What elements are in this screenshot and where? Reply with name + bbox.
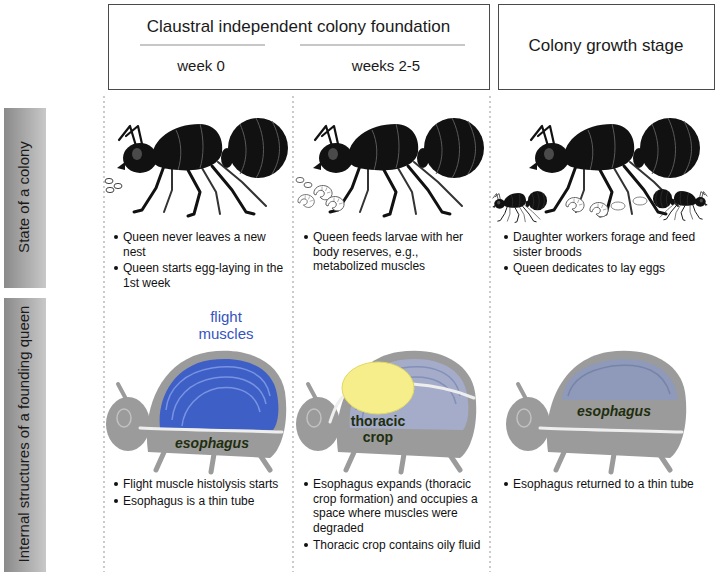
bullet-item: Queen dedicates to lay eggs: [502, 261, 712, 276]
bullet-item: Thoracic crop contains oily fluid: [302, 538, 486, 553]
thorax-growth: [540, 428, 682, 432]
thorax-growth: [506, 351, 686, 472]
bullet-dot: [504, 266, 508, 270]
bullet-dot: [504, 235, 508, 239]
bullet-dot: [114, 266, 118, 270]
bullet-text: Queen never leaves a new nest: [123, 230, 266, 259]
bullet-dot: [304, 235, 308, 239]
queen-weeks2-5: [298, 195, 314, 208]
queen-weeks2-5: [296, 177, 304, 182]
stage-header-box: Colony growth stage: [498, 4, 715, 90]
thorax-growth: [562, 359, 678, 400]
bullet-item: Esophagus returned to a thin tube: [502, 477, 712, 492]
thorax-weeks2-5: [296, 351, 476, 472]
thorax-growth: [568, 365, 670, 396]
bullet-item: Esophagus is a thin tube: [112, 494, 290, 509]
thorax-growth: [506, 351, 686, 472]
bullet-dot: [114, 499, 118, 503]
queen-week0: [106, 187, 114, 192]
part-label: flight muscles: [189, 309, 263, 343]
header-title: Claustral independent colony foundation: [147, 17, 450, 37]
header-divider: [140, 44, 265, 46]
header-title: Colony growth stage: [529, 36, 684, 56]
colony-growth: [492, 191, 547, 222]
thorax-weeks2-5: [296, 351, 476, 472]
bullet-text: Queen feeds larvae with her body reserve…: [313, 230, 463, 273]
part-label: esophagus: [157, 436, 267, 452]
bullet-text: Queen dedicates to lay eggs: [513, 261, 665, 275]
column-separator: [103, 96, 104, 572]
queen-week0: [105, 178, 113, 183]
bullet-item: Daughter workers forage and feed sister …: [502, 230, 712, 259]
bullet-dot: [304, 482, 308, 486]
bullet-text: Esophagus returned to a thin tube: [513, 477, 694, 491]
bullet-text: Daughter workers forage and feed sister …: [513, 230, 695, 259]
queen-weeks2-5: [313, 118, 484, 216]
colony-growth: [611, 202, 625, 210]
header-subtitle: week 0: [177, 57, 225, 75]
bullet-dot: [304, 543, 308, 547]
bullet-item: Queen never leaves a new nest: [112, 230, 290, 259]
header-subtitle: weeks 2-5: [352, 57, 420, 75]
column-separator: [292, 96, 293, 572]
header-divider: [300, 44, 465, 46]
bullet-text: Esophagus expands (thoracic crop formati…: [313, 477, 478, 535]
colony-growth: [590, 202, 608, 216]
colony-growth: [653, 189, 708, 220]
thorax-week0: [140, 428, 282, 432]
bullet-item: Queen feeds larvae with her body reserve…: [302, 230, 486, 274]
stage-header-box: Claustral independent colony foundation w…: [108, 4, 490, 90]
header-divider: [140, 45, 465, 46]
queen-week0: [117, 118, 288, 216]
colony-growth: [633, 197, 647, 205]
thorax-week0: [166, 367, 270, 426]
column-separator: [489, 96, 490, 572]
thorax-week0: [106, 351, 286, 472]
thorax-weeks2-5: [342, 362, 414, 414]
queen-weeks2-5: [296, 118, 484, 216]
row-label: Internal structures of a founding queen: [15, 303, 33, 565]
row-label: State of a colony: [15, 113, 33, 281]
queen-week0: [114, 183, 122, 188]
queen-weeks2-5: [326, 196, 344, 210]
queen-weeks2-5: [304, 182, 312, 187]
bullet-text: Esophagus is a thin tube: [123, 494, 254, 508]
bullet-text: Queen starts egg-laying in the 1st week: [123, 261, 283, 290]
row-band: State of a colony: [4, 108, 46, 288]
thorax-week0: [160, 359, 279, 430]
colony-growth: [492, 118, 707, 222]
bullet-text: Flight muscle histolysis starts: [123, 477, 278, 491]
bullet-text: Thoracic crop contains oily fluid: [313, 538, 480, 552]
queen-week0: [105, 118, 288, 216]
colony-growth: [566, 197, 584, 211]
bullet-item: Flight muscle histolysis starts: [112, 477, 290, 492]
bullet-dot: [504, 482, 508, 486]
column-separator: [104, 96, 490, 572]
bullet-item: Queen starts egg-laying in the 1st week: [112, 261, 290, 290]
bullet-dot: [114, 482, 118, 486]
thorax-week0: [106, 351, 286, 472]
bullet-item: Esophagus expands (thoracic crop formati…: [302, 477, 486, 536]
part-label: esophagus: [559, 404, 669, 420]
row-band: Internal structures of a founding queen: [4, 298, 46, 572]
bullet-dot: [114, 235, 118, 239]
part-label: thoracic crop: [341, 414, 415, 445]
